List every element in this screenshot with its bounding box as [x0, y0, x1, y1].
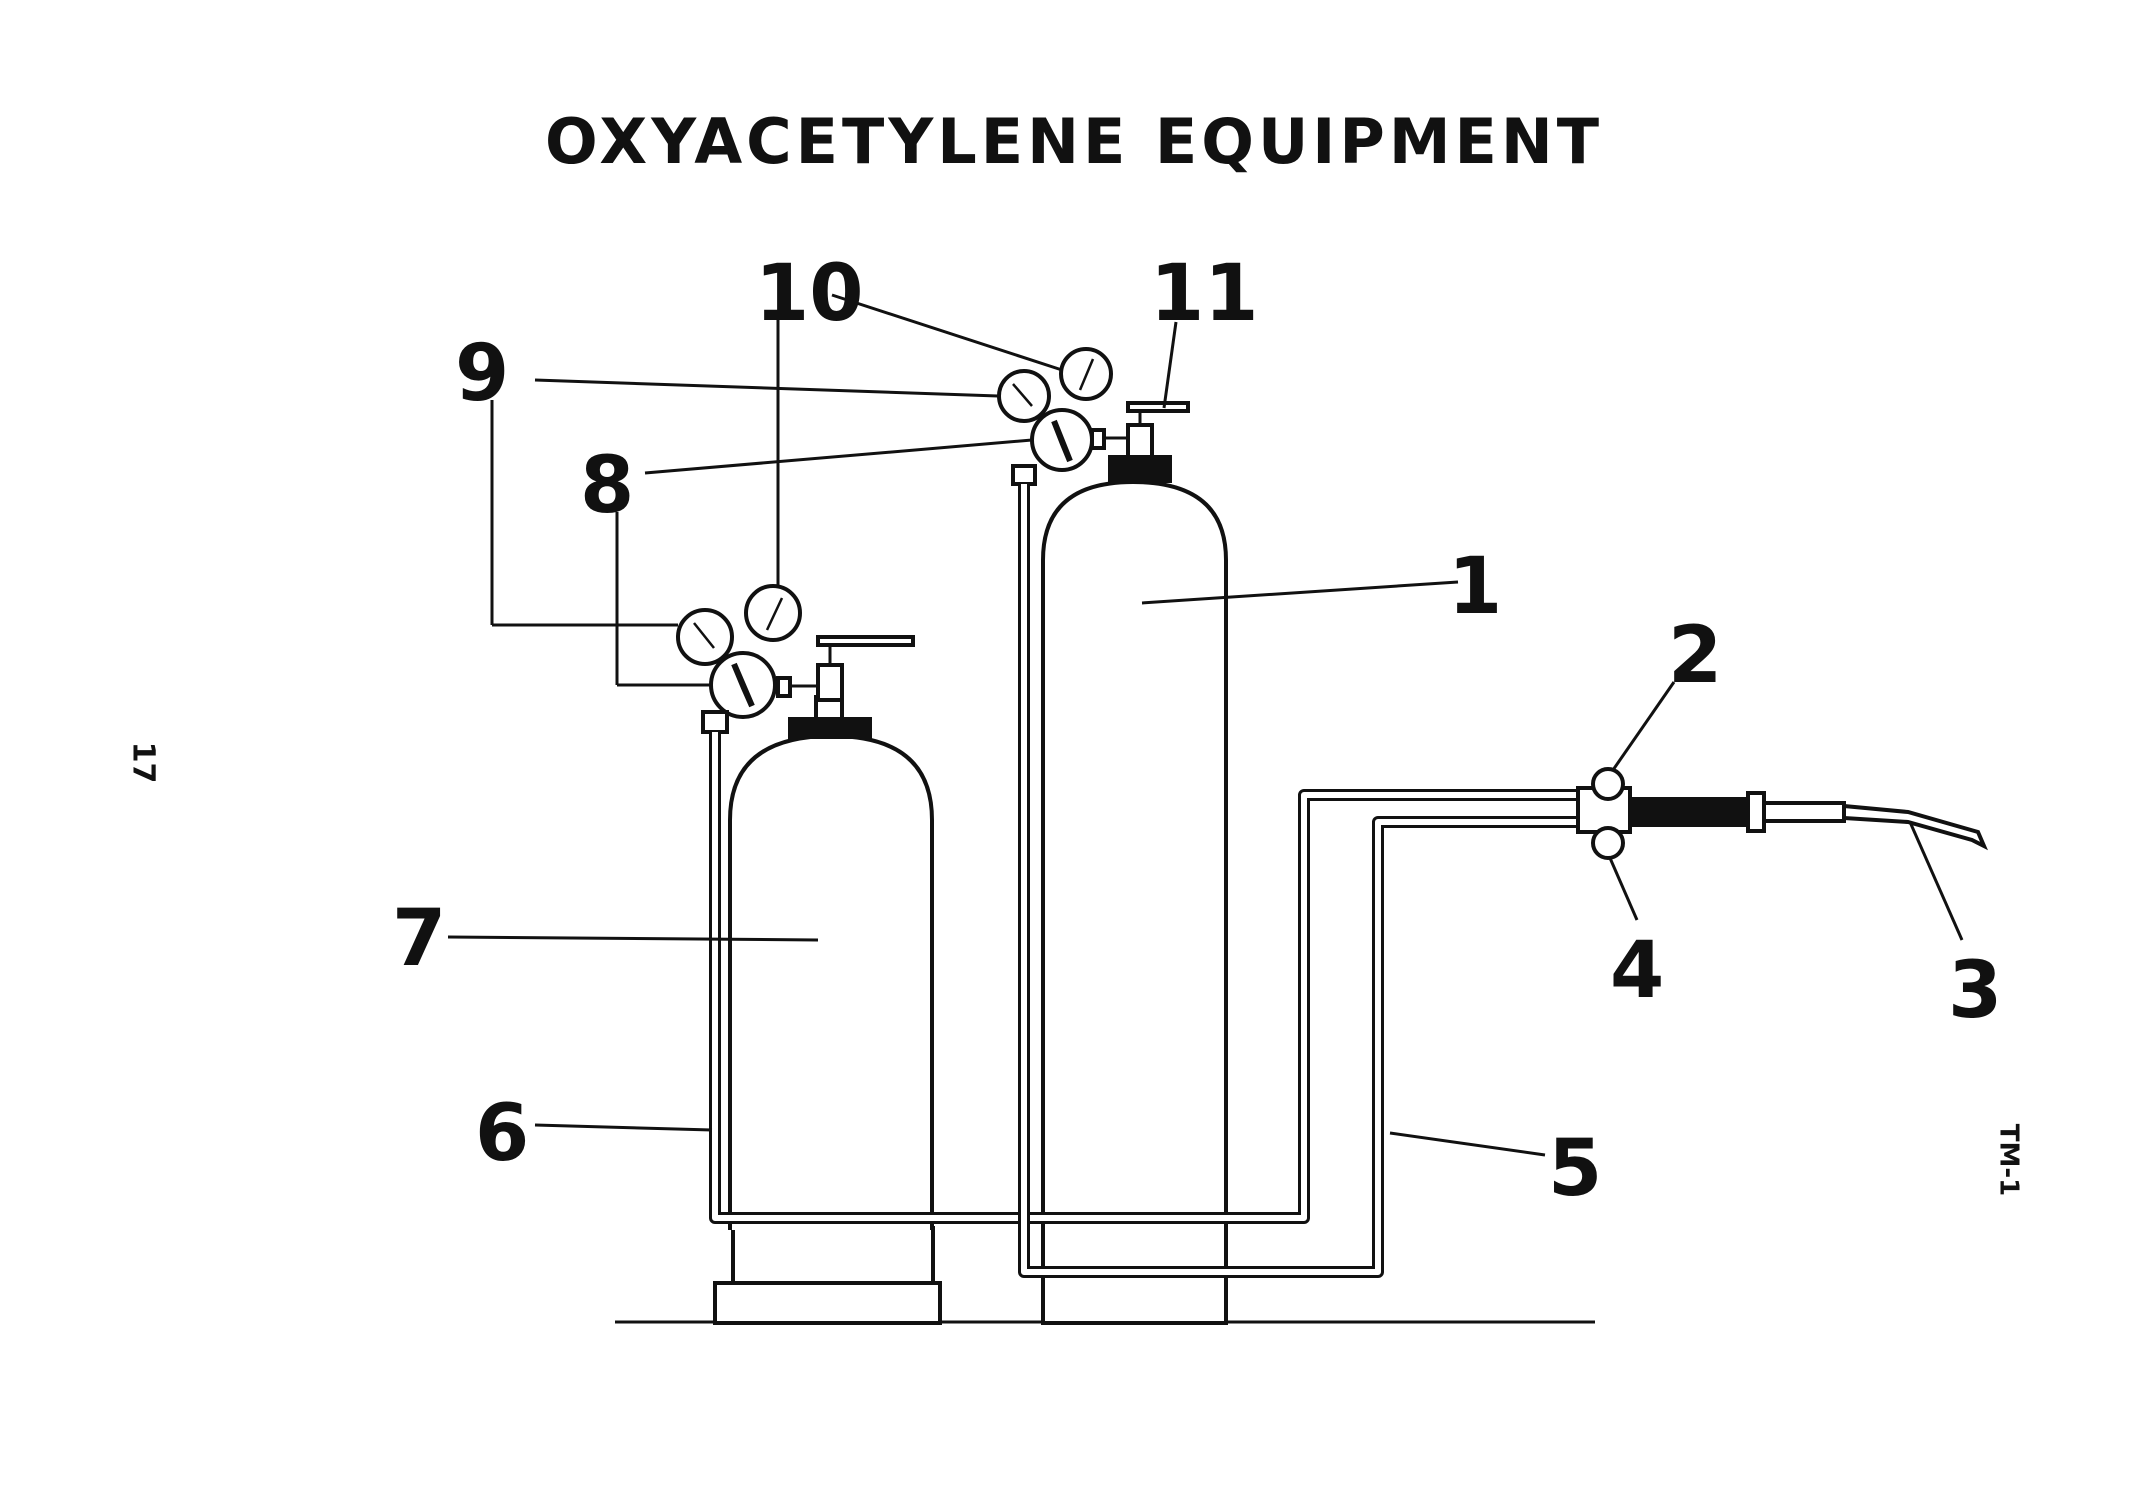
leader-5	[1389, 1131, 1546, 1157]
oxygen-outlet-fitting	[1011, 464, 1037, 486]
leader-11	[1162, 321, 1178, 409]
acetylene-cylinder-needle	[765, 597, 784, 631]
oxygen-valve-body	[1126, 423, 1154, 459]
leader-9-right	[534, 378, 999, 398]
acetylene-working-needle	[693, 622, 715, 649]
callout-6-acetylene-hose: 6	[475, 1089, 530, 1179]
torch-handle-collar	[1746, 791, 1766, 833]
callout-10-cylinder-gauge: 10	[755, 249, 864, 339]
leader-1	[1141, 580, 1459, 605]
callout-5-oxygen-hose: 5	[1548, 1124, 1603, 1214]
leader-4	[1608, 857, 1639, 921]
leader-7	[447, 935, 819, 942]
acetylene-cylinder-base	[713, 1281, 942, 1325]
callout-7-acetylene-cylinder: 7	[392, 894, 447, 984]
callout-1-oxygen-cylinder: 1	[1448, 542, 1503, 632]
torch-mixing-tube	[1762, 801, 1846, 823]
callout-8-regulator: 8	[580, 441, 635, 531]
oxygen-cylinder-cap	[1108, 455, 1172, 483]
leader-8-right	[644, 438, 1033, 475]
torch-handle	[1628, 797, 1748, 827]
leader-2	[1611, 681, 1676, 771]
acetylene-cylinder-pressure-gauge	[744, 584, 802, 642]
callout-3-torch-tip: 3	[1948, 946, 2003, 1036]
acetylene-cylinder-body	[728, 733, 934, 1230]
hoses	[709, 484, 1582, 1278]
callout-2-acetylene-valve: 2	[1668, 611, 1723, 701]
oxygen-valve-handle	[1126, 401, 1190, 413]
leader-10-right	[831, 293, 1063, 372]
acetylene-cylinder	[676, 584, 942, 1325]
leader-6	[534, 1123, 713, 1132]
torch-oxygen-valve	[1591, 826, 1625, 860]
torch-acetylene-valve	[1591, 767, 1625, 801]
acetylene-regulator-connector	[776, 676, 792, 698]
callout-4-oxygen-valve: 4	[1610, 926, 1665, 1016]
oxygen-working-needle	[1012, 383, 1033, 407]
oxygen-cylinder-needle	[1078, 358, 1095, 391]
welding-torch	[1576, 767, 1988, 860]
leader-3	[1908, 821, 1964, 941]
acetylene-outlet-fitting	[701, 710, 729, 734]
acetylene-valve-handle	[816, 635, 915, 647]
callout-11-cylinder-valve: 11	[1150, 249, 1259, 339]
leader-lines	[447, 293, 1964, 1157]
oxygen-cylinder-base	[1041, 1268, 1228, 1325]
oxygen-regulator-needle	[1051, 419, 1073, 463]
acetylene-regulator-needle	[731, 662, 755, 708]
diagram-title: OXYACETYLENE EQUIPMENT	[544, 105, 1604, 178]
figure-code: TM-1	[1993, 1123, 2024, 1197]
acetylene-valve-body	[816, 663, 844, 702]
acetylene-cylinder-cap	[788, 717, 872, 739]
oxygen-cylinder	[997, 347, 1228, 1325]
torch-tip	[1842, 803, 1988, 851]
page-number: 17	[125, 741, 161, 784]
callout-9-working-gauge: 9	[455, 329, 510, 419]
